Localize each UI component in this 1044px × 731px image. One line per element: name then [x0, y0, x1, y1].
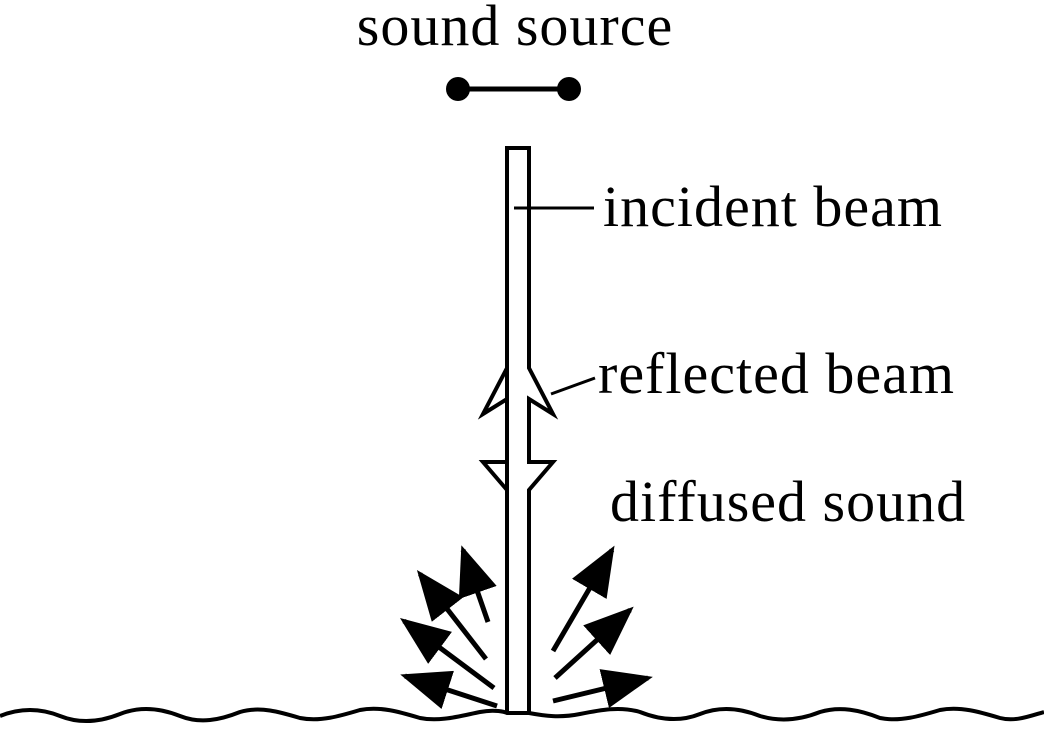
diffused-arrow-left-2 [399, 618, 496, 691]
diffused-arrow-right-2 [553, 606, 634, 680]
diffused-arrow-left-1 [400, 670, 498, 709]
diffused-arrow-right-3 [552, 669, 653, 709]
reflected-beam-leader [550, 376, 596, 396]
sound-source-label: sound source [357, 0, 673, 58]
sound-source-symbol [446, 77, 581, 101]
reflected-beam-label: reflected beam [598, 341, 955, 406]
diffused-arrow-left-4 [458, 545, 497, 623]
incident-beam-label: incident beam [603, 174, 943, 239]
diffused-sound-arrows [399, 545, 653, 709]
rough-surface [0, 706, 1044, 723]
beam-outline [505, 146, 559, 712]
beam-outline-left [477, 367, 509, 492]
diffused-arrow-left-3 [416, 570, 488, 661]
diffused-sound-label: diffused sound [610, 469, 966, 534]
diffused-arrow-right-1 [550, 545, 615, 653]
